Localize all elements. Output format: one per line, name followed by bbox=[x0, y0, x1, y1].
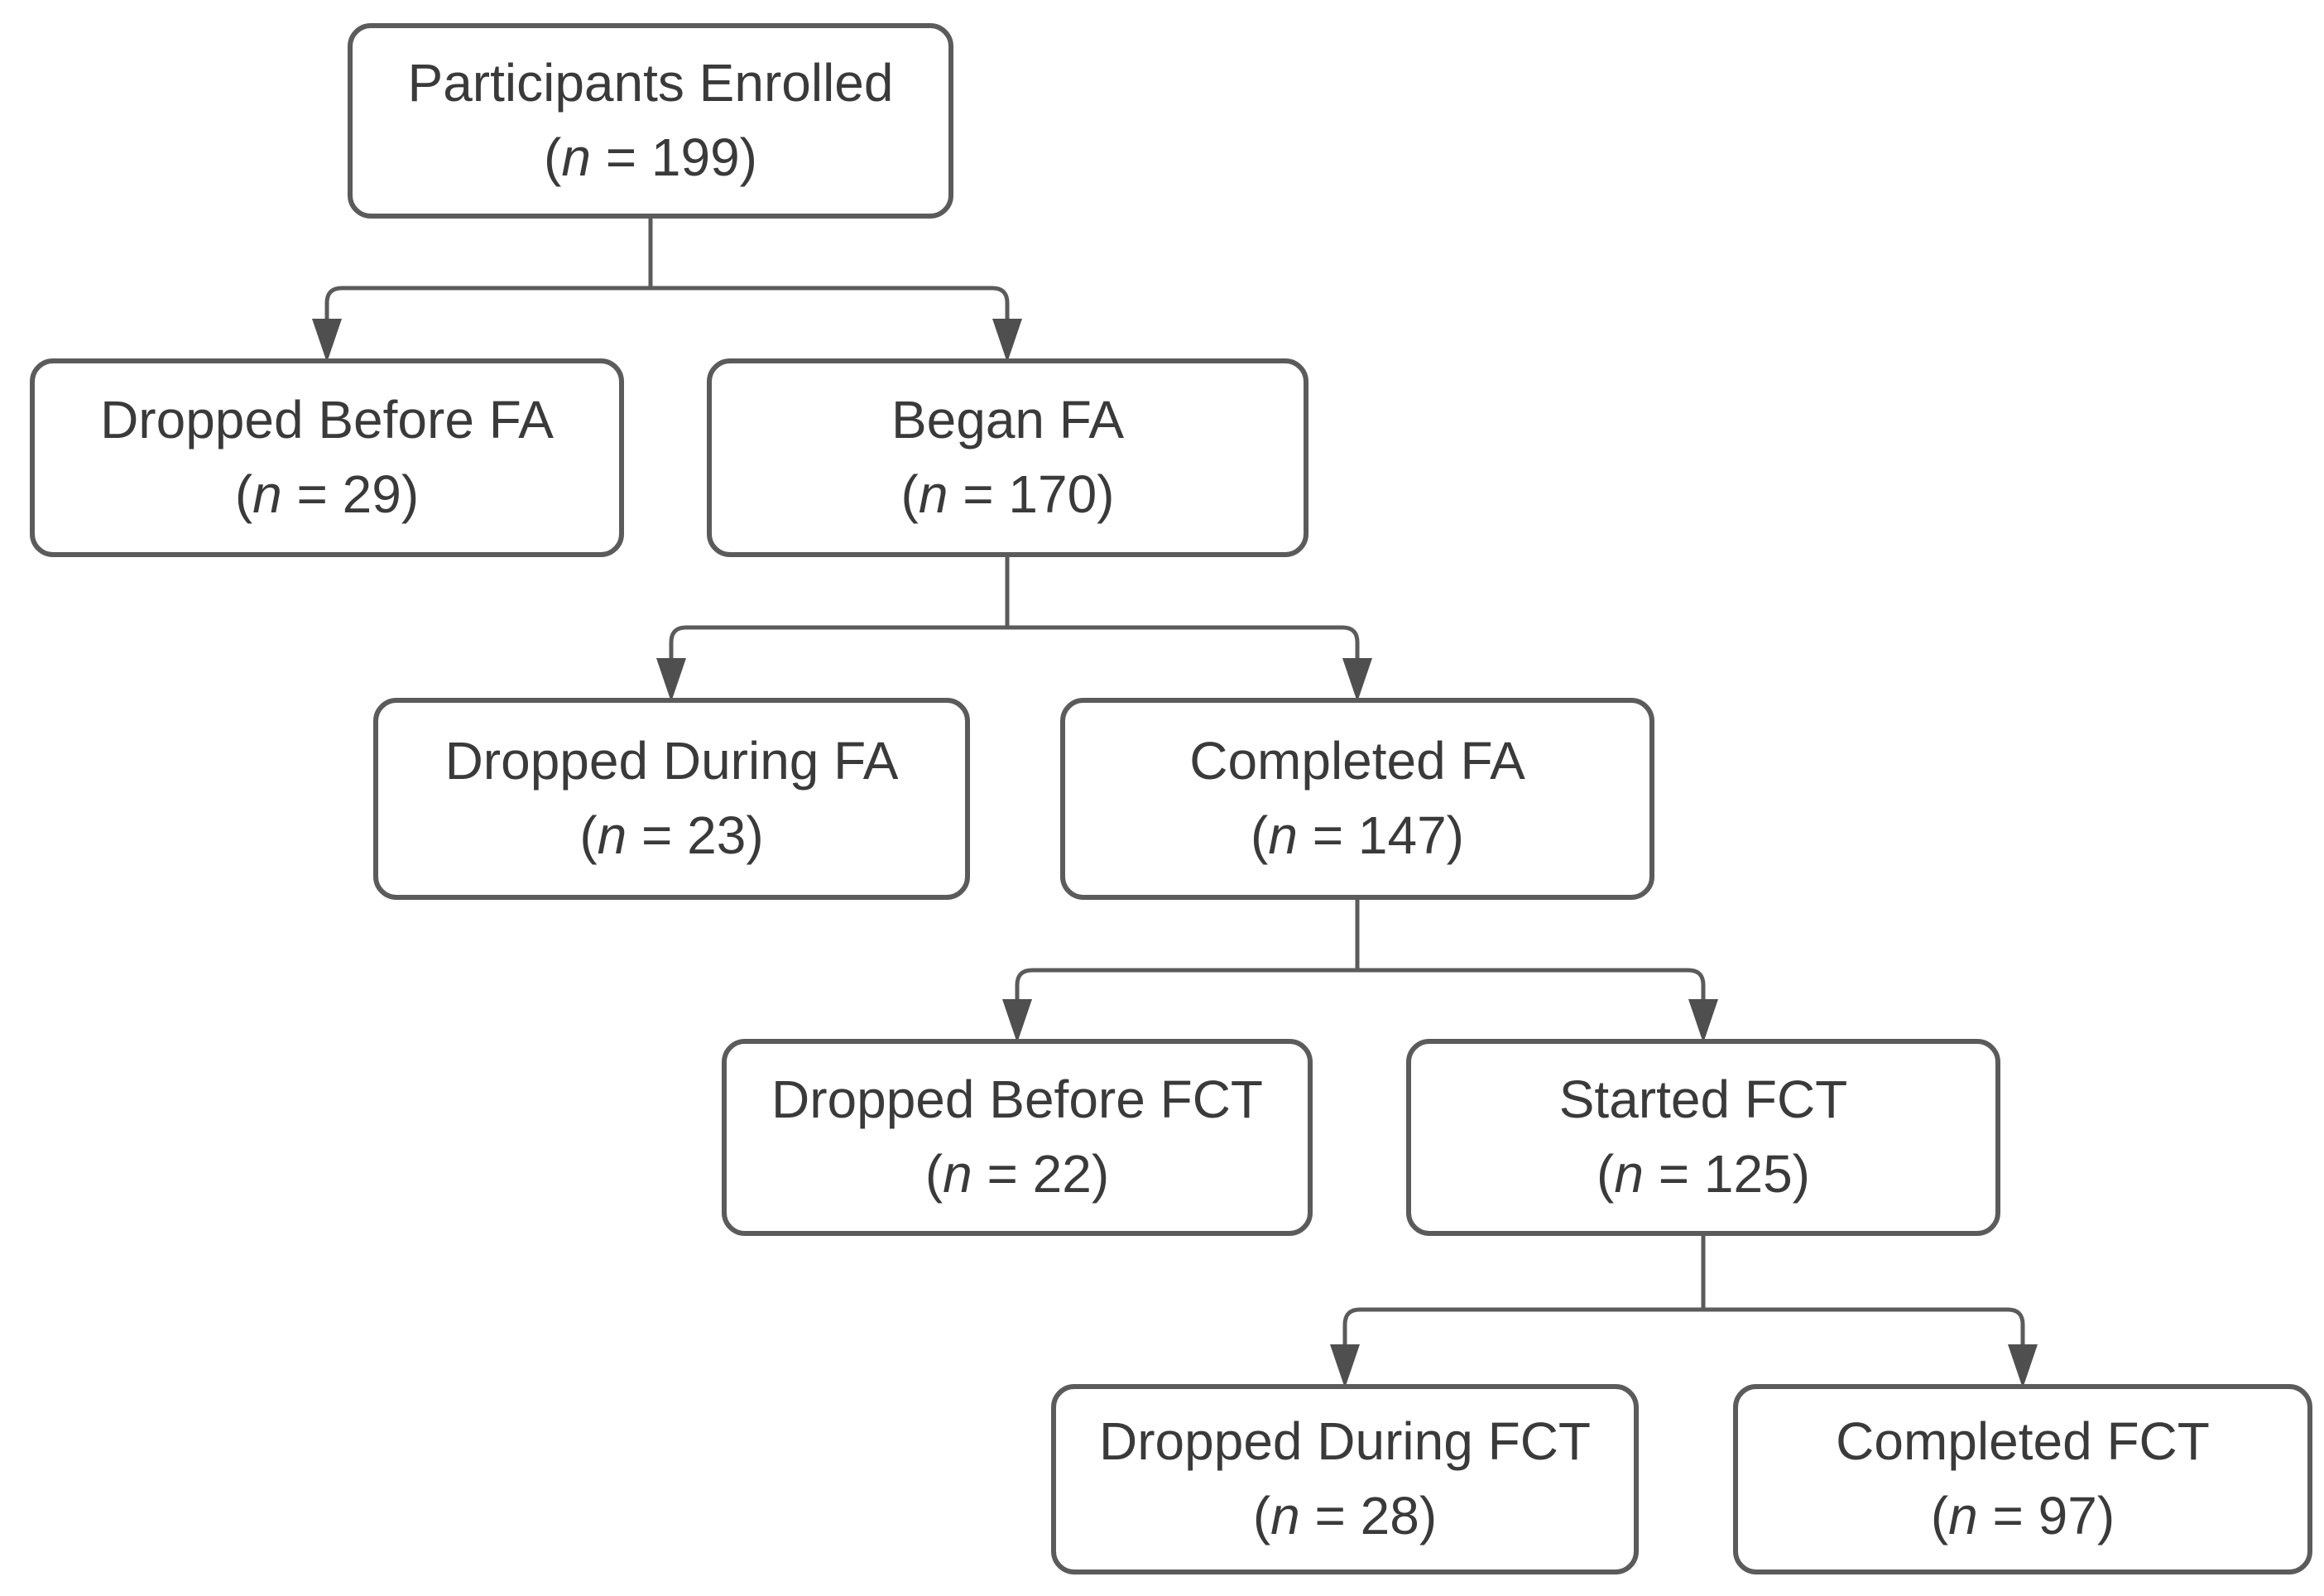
arrowhead-down-icon bbox=[312, 319, 342, 363]
arrowhead-down-icon bbox=[1342, 658, 1372, 702]
node-count: (n = 28) bbox=[1252, 1486, 1438, 1546]
node-label: Completed FA bbox=[1189, 731, 1525, 791]
node-count: (n = 29) bbox=[234, 464, 420, 524]
arrowhead-down-icon bbox=[2008, 1344, 2038, 1388]
connector-completed-fa bbox=[1015, 900, 1706, 1002]
node-count: (n = 23) bbox=[579, 805, 764, 865]
node-count: (n = 22) bbox=[924, 1144, 1110, 1204]
node-count: (n = 125) bbox=[1597, 1144, 1810, 1204]
node-label: Began FA bbox=[891, 390, 1125, 450]
connector-started-fct bbox=[1342, 1236, 2025, 1346]
arrowhead-down-icon bbox=[992, 319, 1022, 363]
arrowhead-down-icon bbox=[656, 658, 686, 702]
node-label: Dropped Before FCT bbox=[771, 1070, 1264, 1130]
node-count: (n = 97) bbox=[1930, 1486, 2115, 1546]
node-label: Participants Enrolled bbox=[407, 53, 894, 113]
node-completed-fct: Completed FCT (n = 97) bbox=[1733, 1384, 2312, 1574]
connector-began-fa bbox=[669, 557, 1360, 661]
node-count: (n = 147) bbox=[1251, 805, 1464, 865]
arrowhead-down-icon bbox=[1688, 999, 1718, 1043]
node-dropped-before-fa: Dropped Before FA (n = 29) bbox=[30, 358, 624, 557]
arrowhead-down-icon bbox=[1002, 999, 1032, 1043]
node-label: Dropped During FA bbox=[444, 731, 899, 791]
node-label: Dropped Before FA bbox=[100, 390, 554, 450]
node-started-fct: Started FCT (n = 125) bbox=[1406, 1039, 2000, 1236]
arrowhead-down-icon bbox=[1330, 1344, 1360, 1388]
node-label: Started FCT bbox=[1558, 1070, 1848, 1130]
node-label: Completed FCT bbox=[1836, 1411, 2210, 1472]
node-count: (n = 170) bbox=[900, 464, 1115, 524]
node-dropped-during-fa: Dropped During FA (n = 23) bbox=[373, 698, 970, 900]
node-completed-fa: Completed FA (n = 147) bbox=[1060, 698, 1654, 900]
node-dropped-before-fct: Dropped Before FCT (n = 22) bbox=[722, 1039, 1313, 1236]
node-dropped-during-fct: Dropped During FCT (n = 28) bbox=[1051, 1384, 1639, 1574]
node-count: (n = 199) bbox=[544, 127, 757, 187]
node-began-fa: Began FA (n = 170) bbox=[707, 358, 1308, 557]
node-label: Dropped During FCT bbox=[1099, 1411, 1591, 1472]
node-participants-enrolled: Participants Enrolled (n = 199) bbox=[348, 23, 953, 219]
connector-participants-enrolled bbox=[324, 217, 1010, 321]
